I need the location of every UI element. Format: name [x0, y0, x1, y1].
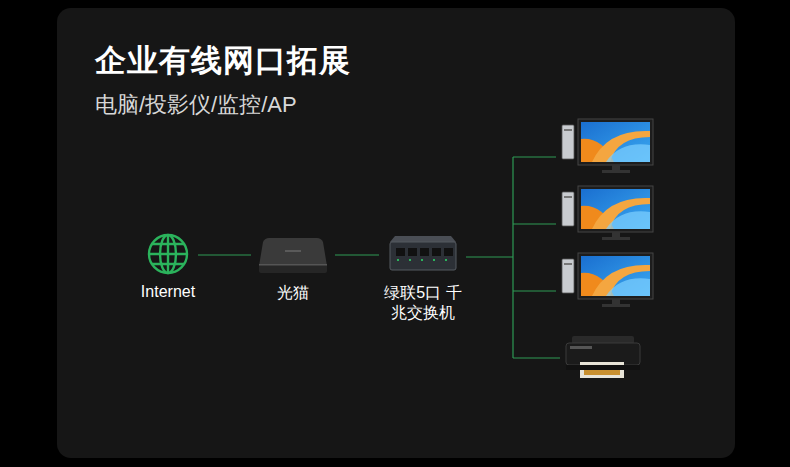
modem-device — [259, 238, 327, 274]
connector — [198, 254, 251, 255]
node-label: 光猫 — [257, 283, 329, 303]
device-node: 绿联5口 千兆交换机 — [379, 236, 467, 323]
subtitle: 电脑/投影仪/监控/AP — [95, 90, 297, 120]
node-label: 绿联5口 千兆交换机 — [381, 283, 465, 323]
globe-icon — [146, 232, 190, 276]
switch-device — [387, 236, 459, 272]
title: 企业有线网口拓展 — [95, 40, 351, 82]
node-label: Internet — [132, 282, 204, 302]
device-node: 光猫 — [257, 238, 329, 303]
device-node: Internet — [132, 232, 204, 302]
connector — [335, 254, 379, 255]
